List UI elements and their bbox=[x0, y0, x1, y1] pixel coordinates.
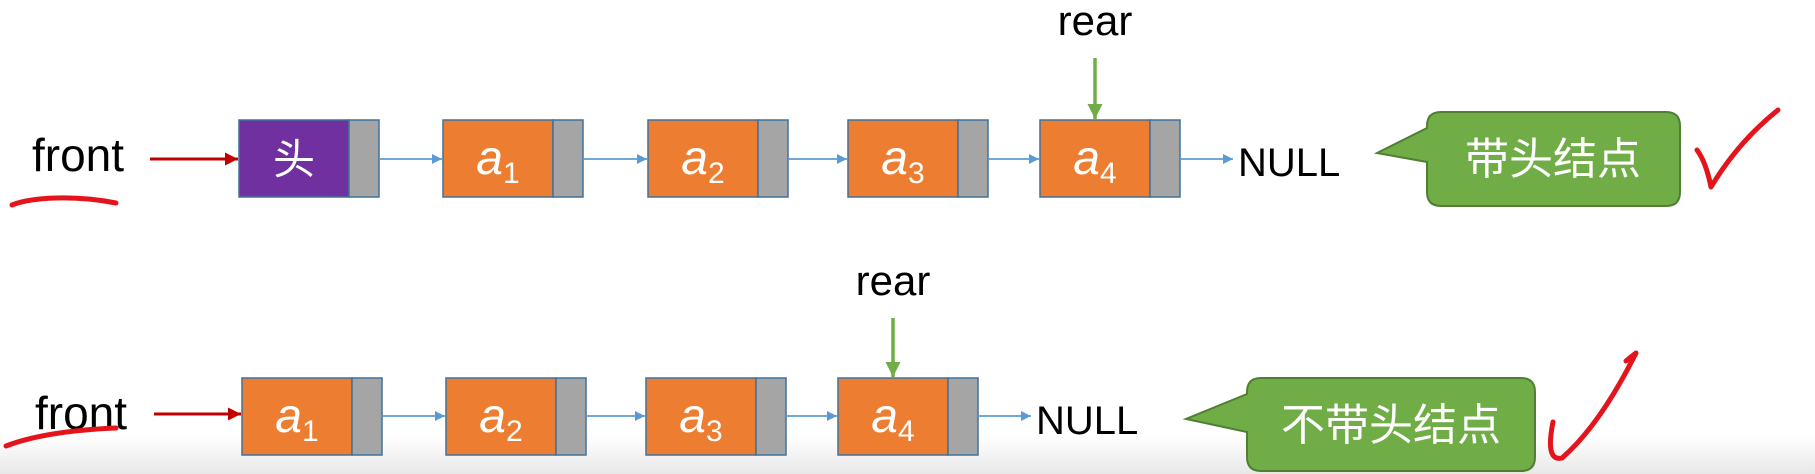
callout-text: 不带头结点 bbox=[1281, 400, 1501, 451]
node-label: a2 bbox=[681, 132, 724, 190]
data-node-a4: a4 bbox=[837, 377, 979, 456]
node-label: a1 bbox=[275, 390, 318, 448]
front-underline-mark bbox=[9, 195, 119, 208]
front-label: front bbox=[32, 129, 124, 181]
node-next-field bbox=[1149, 119, 1181, 198]
node-var: a bbox=[479, 390, 506, 443]
data-node-a3: a3 bbox=[847, 119, 989, 198]
node-label: a3 bbox=[881, 132, 924, 190]
node-subscript: 3 bbox=[706, 415, 723, 448]
node-subscript: 3 bbox=[908, 157, 925, 190]
rear-label: rear bbox=[856, 257, 931, 304]
check-mark-icon bbox=[1548, 350, 1639, 461]
node-next-field bbox=[552, 119, 584, 198]
head-node: 头 bbox=[238, 119, 380, 198]
rear-label: rear bbox=[1058, 0, 1133, 44]
node-var: a bbox=[681, 132, 708, 185]
node-label: a1 bbox=[476, 132, 519, 190]
node-var: a bbox=[275, 390, 302, 443]
node-subscript: 4 bbox=[1100, 157, 1117, 190]
node-label: a3 bbox=[679, 390, 722, 448]
check-mark-icon bbox=[1694, 107, 1781, 190]
node-subscript: 2 bbox=[708, 157, 725, 190]
callout-with-head: 带头结点 bbox=[1373, 111, 1681, 207]
data-node-a2: a2 bbox=[647, 119, 789, 198]
node-data-field bbox=[442, 119, 554, 198]
node-next-field bbox=[957, 119, 989, 198]
node-data-field bbox=[645, 377, 757, 456]
head-node-label: 头 bbox=[273, 135, 315, 184]
node-next-field bbox=[947, 377, 979, 456]
node-subscript: 1 bbox=[302, 415, 319, 448]
callout-text: 带头结点 bbox=[1465, 134, 1641, 185]
data-node-a1: a1 bbox=[241, 377, 383, 456]
queue-with-head-node: rear front 头 a1 a2 a3 bbox=[9, 0, 1781, 208]
node-subscript: 2 bbox=[506, 415, 523, 448]
node-subscript: 4 bbox=[898, 415, 915, 448]
node-label: a4 bbox=[1073, 132, 1116, 190]
node-var: a bbox=[679, 390, 706, 443]
head-node-data-field bbox=[238, 119, 350, 198]
null-label: NULL bbox=[1036, 399, 1138, 443]
node-var: a bbox=[881, 132, 908, 185]
node-var: a bbox=[1073, 132, 1100, 185]
node-next-field bbox=[351, 377, 383, 456]
data-node-a2: a2 bbox=[445, 377, 587, 456]
callout-without-head: 不带头结点 bbox=[1182, 377, 1536, 472]
node-next-field bbox=[755, 377, 787, 456]
node-data-field bbox=[847, 119, 959, 198]
node-var: a bbox=[476, 132, 503, 185]
node-data-field bbox=[241, 377, 353, 456]
queue-without-head-node: rear front a1 a2 a3 a4 NULL bbox=[3, 257, 1639, 472]
callout-bubble bbox=[1373, 111, 1681, 207]
node-next-field bbox=[757, 119, 789, 198]
node-var: a bbox=[871, 390, 898, 443]
data-node-a1: a1 bbox=[442, 119, 584, 198]
node-next-field bbox=[555, 377, 587, 456]
node-label: a2 bbox=[479, 390, 522, 448]
front-underline-mark bbox=[3, 425, 119, 449]
head-node-next-field bbox=[348, 119, 380, 198]
data-node-a4: a4 bbox=[1039, 119, 1181, 198]
node-label: a4 bbox=[871, 390, 914, 448]
node-data-field bbox=[445, 377, 557, 456]
data-node-a3: a3 bbox=[645, 377, 787, 456]
node-data-field bbox=[1039, 119, 1151, 198]
node-subscript: 1 bbox=[503, 157, 520, 190]
null-label: NULL bbox=[1238, 141, 1340, 185]
node-data-field bbox=[647, 119, 759, 198]
callout-bubble bbox=[1182, 377, 1536, 472]
